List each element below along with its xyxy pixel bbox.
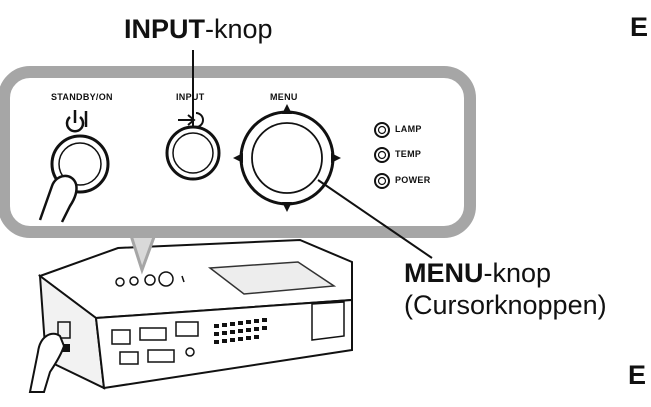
edge-letter-bottom: E (628, 360, 647, 390)
indicator-label-temp: TEMP (395, 149, 422, 159)
input-label: INPUT (176, 92, 205, 102)
indicator-lamp-lamp (374, 122, 390, 138)
projector-top-panel (207, 261, 337, 295)
arrow-down-icon (282, 202, 292, 212)
projector-button (158, 271, 174, 287)
menu-label: MENU (270, 92, 298, 102)
input-callout-label: INPUT-knop (124, 14, 273, 44)
projector-button (115, 277, 125, 287)
input-callout-rest: -knop (205, 14, 273, 44)
menu-button (239, 110, 335, 206)
projector-port (60, 344, 70, 352)
indicator-label-lamp: LAMP (395, 124, 422, 134)
projector-indicator (181, 275, 185, 283)
projector-body (28, 238, 353, 393)
projector-port (57, 321, 71, 339)
finger-icon (38, 174, 78, 223)
menu-button-inner (251, 122, 323, 194)
menu-callout-sub: (Cursorknoppen) (404, 290, 607, 320)
power-icon (65, 110, 88, 133)
projector-button (129, 276, 139, 286)
projector-port (175, 321, 199, 337)
control-panel (0, 66, 476, 238)
projector-port (139, 327, 167, 341)
indicator-lamp-power (374, 173, 390, 189)
menu-leader (317, 179, 433, 259)
arrow-left-icon (233, 153, 243, 163)
input-button-inner (172, 132, 214, 174)
indicator-label-power: POWER (395, 175, 431, 185)
indicator-lamp-temp (374, 147, 390, 163)
projector-vent-slit (311, 301, 345, 341)
edge-letter-top: E (630, 12, 649, 42)
input-callout-bold: INPUT (124, 14, 205, 44)
menu-callout-rest: -knop (483, 258, 552, 288)
projector-port (111, 329, 131, 345)
input-button (165, 125, 221, 181)
arrow-up-icon (282, 104, 292, 114)
projector-port (119, 351, 139, 365)
projector-port (185, 347, 195, 357)
standby-label: STANDBY/ON (51, 92, 113, 102)
standby-button-inner (58, 142, 102, 186)
projector-vents (214, 318, 267, 344)
arrow-right-icon (331, 153, 341, 163)
menu-callout-label: MENU-knop (404, 258, 551, 288)
menu-callout-bold: MENU (404, 258, 484, 288)
projector-port (147, 349, 175, 363)
projector-side-face (94, 298, 353, 390)
hand-icon (28, 332, 66, 393)
projector-button (144, 274, 156, 286)
